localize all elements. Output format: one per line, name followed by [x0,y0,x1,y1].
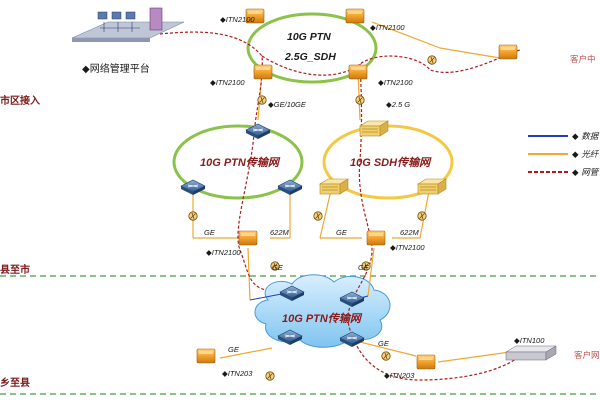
label-ge-mid: GE [336,228,348,237]
ptn-ring-left-title: 10G PTN传输网 [200,156,281,169]
legend-label-data: ◆ 数据 [572,131,600,142]
label-ge-low-left: GE [272,263,284,272]
label-itn2100-top-left: ◆ITN2100 [220,15,255,24]
itn2100-device-top-right [345,8,365,24]
label-622m-left: 622M [270,228,290,237]
itn203-device-right [416,354,436,370]
label-ge-bottom-left: GE [228,345,240,354]
customer-label-bottom-right: 客户网 [574,350,600,361]
label-ge-low-right: GE [358,263,370,272]
core-ring [246,12,378,84]
sdh-ring-right-title: 10G SDH传输网 [350,156,432,169]
sdh-node-left [319,178,349,195]
zone-label-city: 市区接入 [0,94,40,107]
converter-icon-2 [355,95,365,105]
sdh-node-right [417,178,447,195]
customer-device-top-right [498,44,518,60]
legend: ◆ 数据 ◆ 光纤 ◆ 网管 [528,131,600,178]
network-management-platform [71,7,185,42]
itn2100-device-mid-right [348,64,368,80]
management-platform-label: ◆网络管理平台 [82,62,150,75]
converter-icon-1 [257,95,267,105]
zone-label-county: 县至市 [0,263,30,276]
label-itn203-right: ◆ITN203 [384,371,415,380]
label-2-5g: ◆2.5 G [386,100,410,109]
itn203-device-left [196,348,216,364]
converter-icon-8 [265,371,275,381]
ptn-ring-left [172,124,304,200]
label-itn2100-mid-right: ◆ITN2100 [378,78,413,87]
converter-icon-5 [417,211,427,221]
itn2100-device-bottom-left [238,230,258,246]
ptn-switch-right [277,179,303,196]
converter-icon-3 [188,211,198,221]
label-itn100: ◆ITN100 [514,336,545,345]
label-itn2100-top-right: ◆ITN2100 [370,23,405,32]
customer-label-top-right: 客户中 [570,54,596,65]
label-itn2100-bottom-right: ◆ITN2100 [390,243,425,252]
zone-label-town: 乡至县 [0,376,30,389]
legend-label-mgmt: ◆ 网管 [572,167,600,178]
converter-icon-10 [427,55,437,65]
itn100-device [505,345,557,361]
converter-icon-4 [313,211,323,221]
legend-label-fiber: ◆ 光纤 [572,149,600,160]
ptn-cloud-title: 10G PTN传输网 [282,312,363,325]
converter-icon-9 [381,351,391,361]
label-622m-right: 622M [400,228,420,237]
core-ring-title-1: 10G PTN [287,31,331,43]
label-ge-left: GE [204,228,216,237]
label-ge-bottom-right: GE [378,339,390,348]
core-ring-title-2: 2.5G_SDH [284,51,336,63]
label-ge-10ge: ◆GE/10GE [268,100,307,109]
sdh-node-top [359,120,389,137]
label-itn2100-bottom-left: ◆ITN2100 [206,248,241,257]
label-itn2100-mid-left: ◆ITN2100 [210,78,245,87]
label-itn203-left: ◆ITN203 [222,369,253,378]
itn2100-device-mid-left [253,64,273,80]
itn2100-device-bottom-right [366,230,386,246]
